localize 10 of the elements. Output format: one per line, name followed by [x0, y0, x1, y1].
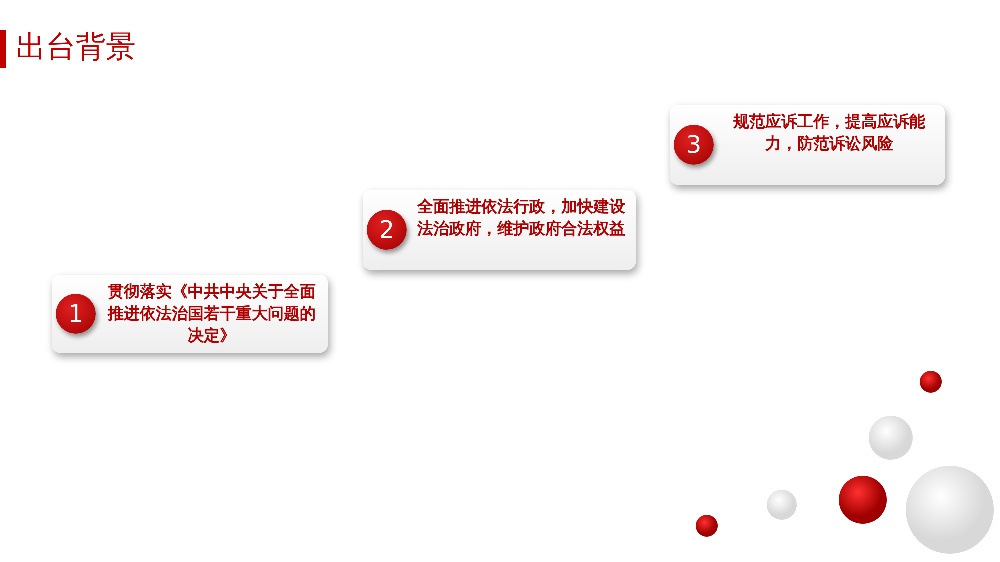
step-number: 1: [56, 294, 96, 334]
step-card: [670, 105, 945, 185]
step-card: [52, 275, 328, 353]
step-text: 贯彻落实《中共中央关于全面推进依法治国若干重大问题的决定》: [106, 281, 317, 347]
step-card: [363, 190, 636, 270]
step-number: 3: [674, 125, 714, 165]
step-text: 规范应诉工作，提高应诉能力，防范诉讼风险: [732, 111, 926, 155]
slide-title: 出台背景: [16, 29, 136, 67]
step-number: 2: [367, 210, 407, 250]
step-text: 全面推进依法行政，加快建设法治政府，维护政府合法权益: [416, 196, 626, 240]
